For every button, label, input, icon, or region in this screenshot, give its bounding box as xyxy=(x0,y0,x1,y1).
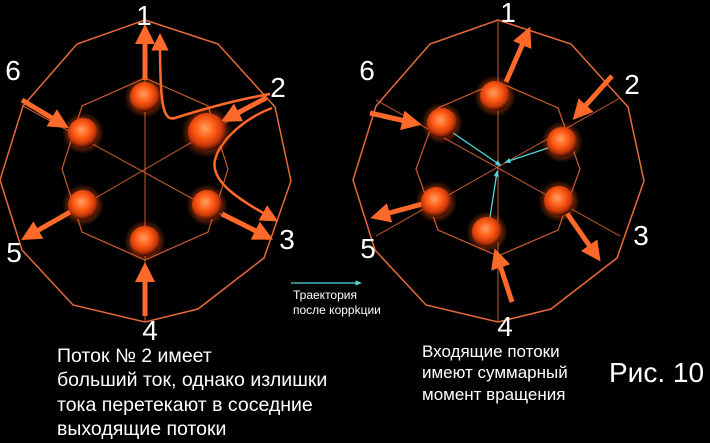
right-nodes xyxy=(415,75,583,253)
legend-line: Траектория xyxy=(293,288,357,302)
left-arrow-6 xyxy=(20,97,69,129)
right-diagram: 1 2 3 4 5 6 xyxy=(352,0,649,342)
caption-left-line: Поток № 2 имеет xyxy=(57,345,212,367)
legend-label: Траектория после коррkции xyxy=(293,288,403,318)
right-labels: 1 2 3 4 5 6 xyxy=(359,0,649,342)
caption-right: Входящие потоки имеют суммарный момент в… xyxy=(422,341,612,405)
left-node-5 xyxy=(68,190,98,220)
left-label-3: 3 xyxy=(279,224,295,255)
caption-left-line: больший ток, однако излишки xyxy=(57,369,328,392)
right-label-4: 4 xyxy=(497,311,513,342)
right-spokes xyxy=(375,20,621,322)
caption-left: Поток № 2 имеет больший ток, однако изли… xyxy=(57,344,387,442)
left-node-4 xyxy=(130,226,160,256)
left-node-2 xyxy=(188,113,226,151)
right-label-1: 1 xyxy=(500,0,516,28)
right-label-3: 3 xyxy=(633,220,649,251)
caption-left-line: выходящие потоки xyxy=(57,418,227,441)
left-diagram: 1 2 3 4 5 6 xyxy=(0,0,295,346)
right-arrow-1 xyxy=(503,26,532,84)
right-label-2: 2 xyxy=(624,69,640,100)
right-arrow-2 xyxy=(572,74,614,120)
left-node-6 xyxy=(68,118,98,148)
right-arrow-6 xyxy=(369,110,422,131)
left-label-4: 4 xyxy=(142,315,158,346)
right-node-1 xyxy=(480,81,510,111)
right-arrow-3 xyxy=(563,210,601,262)
caption-right-line: момент вращения xyxy=(422,384,566,404)
left-arrow-2 xyxy=(220,95,268,122)
caption-right-line: Входящие потоки xyxy=(422,342,560,361)
right-arrow-4 xyxy=(491,248,515,303)
right-node-3 xyxy=(544,186,574,216)
left-node-1 xyxy=(130,82,160,112)
legend-line: после коррkции xyxy=(293,303,381,317)
right-label-6: 6 xyxy=(359,55,375,86)
right-node-6 xyxy=(427,108,457,138)
left-label-1: 1 xyxy=(136,0,152,31)
left-labels: 1 2 3 4 5 6 xyxy=(5,0,295,346)
figure-label: Рис. 10 xyxy=(609,357,705,388)
right-node-4 xyxy=(472,217,502,247)
right-arrows xyxy=(369,26,614,303)
left-label-5: 5 xyxy=(6,237,22,268)
left-node-3 xyxy=(192,190,222,220)
left-nodes xyxy=(62,76,233,262)
left-overflow-curve-down xyxy=(213,106,279,222)
left-label-2: 2 xyxy=(270,72,286,103)
left-arrow-3 xyxy=(220,211,274,240)
right-label-5: 5 xyxy=(360,233,376,264)
caption-left-line: тока перетекают в соседние xyxy=(57,393,313,416)
left-label-6: 6 xyxy=(5,55,21,86)
caption-right-line: имеют суммарный xyxy=(422,363,568,383)
right-node-5 xyxy=(421,187,451,217)
right-node-2 xyxy=(547,127,577,157)
left-arrows xyxy=(20,24,274,316)
